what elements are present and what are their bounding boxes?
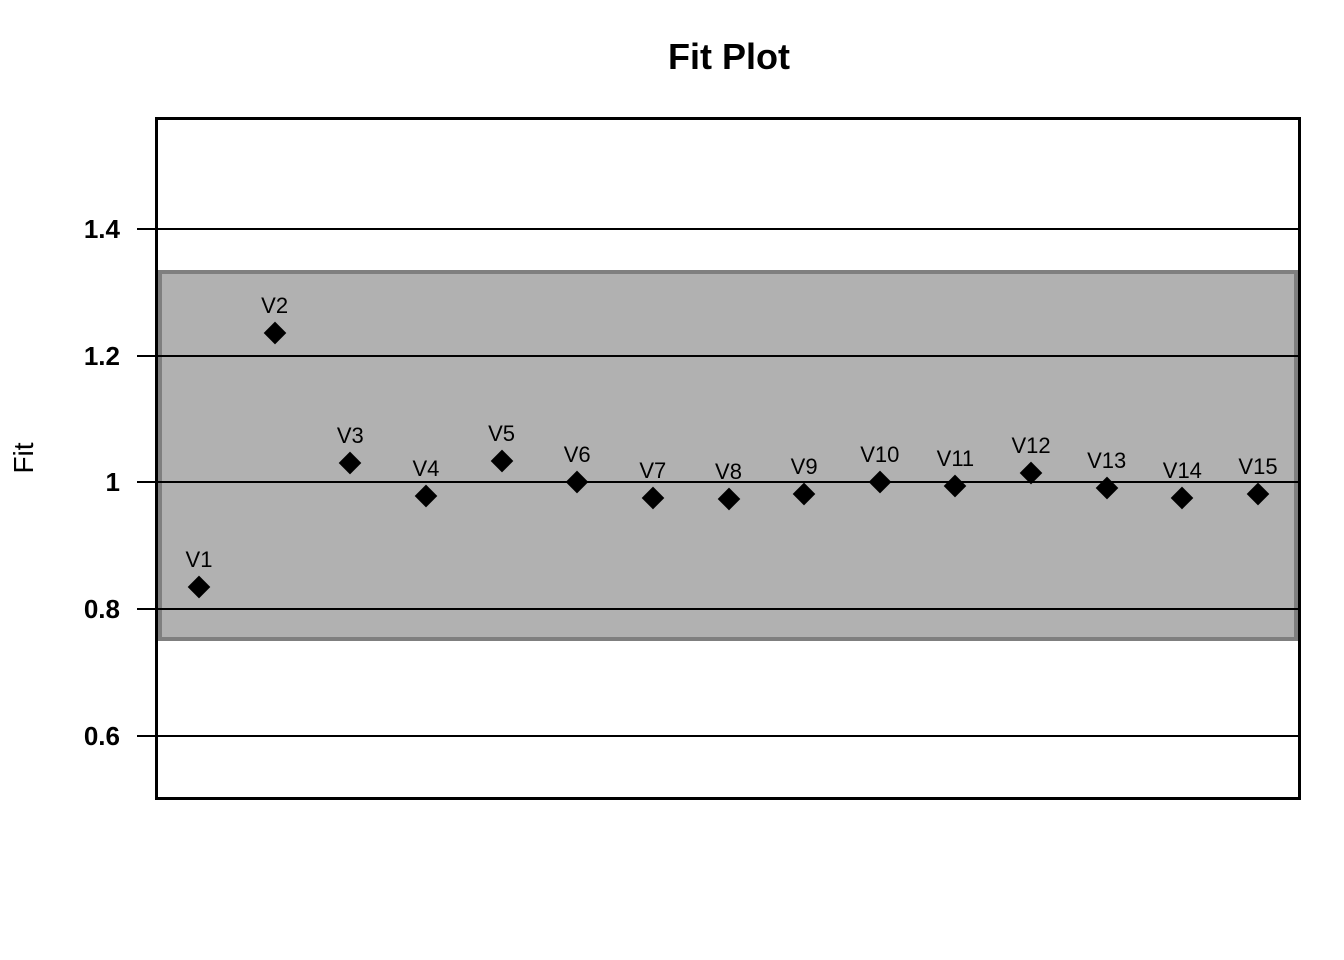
point-label-v14: V14 [1162,458,1202,484]
y-tick-label: 0.8 [83,593,120,624]
point-label-v1: V1 [185,547,213,573]
point-label-v11: V11 [936,446,975,472]
y-tick-mark [137,607,155,610]
point-label-v12: V12 [1011,432,1051,458]
gridline-y-1.4 [158,227,1298,230]
y-tick-label: 1 [105,467,120,498]
point-label-v6: V6 [563,442,591,468]
chart-title: Fit Plot [668,36,790,77]
point-label-v15: V15 [1238,454,1278,480]
point-label-v4: V4 [412,456,440,482]
gridline-y-0.6 [158,734,1298,737]
point-label-v10: V10 [860,442,900,468]
point-label-v9: V9 [790,454,818,480]
y-tick-mark [137,354,155,357]
y-tick-mark [137,734,155,737]
point-label-v7: V7 [639,458,667,484]
y-tick-mark [137,227,155,230]
y-tick-label: 1.4 [83,213,120,244]
y-tick-label: 1.2 [83,340,120,371]
gridline-y-0.8 [158,607,1298,610]
gridline-y-1.2 [158,354,1298,357]
point-label-v13: V13 [1087,447,1127,473]
point-label-v8: V8 [715,458,742,484]
point-label-v5: V5 [488,421,516,447]
y-tick-mark [137,481,155,484]
point-label-v3: V3 [336,422,364,448]
point-label-v2: V2 [261,292,289,318]
gridline-y-1 [158,481,1298,484]
y-tick-label: 0.6 [83,720,120,751]
